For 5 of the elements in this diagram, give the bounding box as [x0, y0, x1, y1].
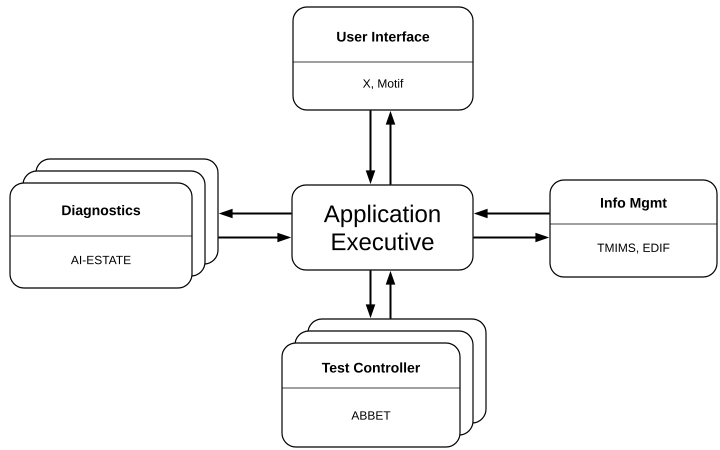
module-box: Diagnostics AI-ESTATE [9, 182, 193, 289]
module-box: Application Executive [291, 184, 474, 271]
module-box: Info Mgmt TMIMS, EDIF [549, 179, 718, 278]
module-box: User Interface X, Motif [292, 6, 474, 111]
module-box: Test Controller ABBET [281, 342, 461, 448]
